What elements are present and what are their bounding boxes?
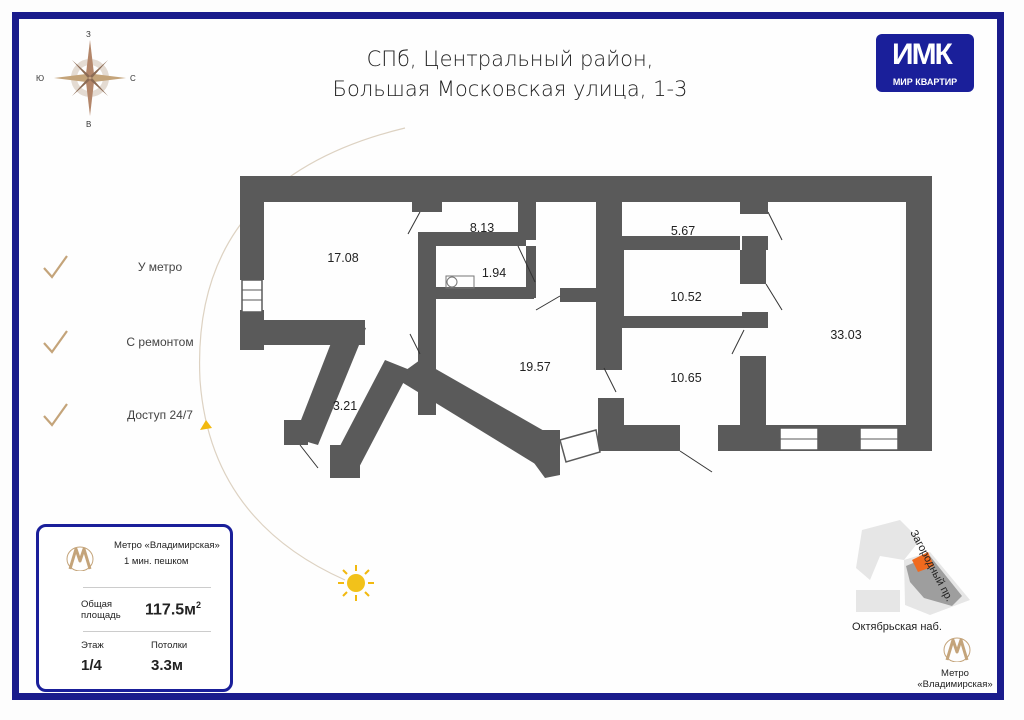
room-area: 3.21 xyxy=(332,399,358,413)
area-unit-sup: 2 xyxy=(196,600,202,610)
feature-metro: У метро xyxy=(40,252,220,282)
info-card: Метро «Владимирская» 1 мин. пешком Общая… xyxy=(36,524,233,692)
card-metro-distance: 1 мин. пешком xyxy=(124,556,189,567)
area-value: 117.5м2 xyxy=(145,600,201,619)
card-divider xyxy=(83,631,211,632)
ceiling-value: 3.3м xyxy=(151,657,183,674)
compass-north: З xyxy=(86,30,91,39)
feature-label: Доступ 24/7 xyxy=(127,408,193,422)
area-label-line-1: Общая xyxy=(81,599,113,610)
street-oktyabrskaya: Октябрьская наб. xyxy=(852,621,942,633)
card-divider xyxy=(83,587,211,588)
ceiling-label: Потолки xyxy=(151,640,188,651)
map-metro-label: Метро «Владимирская» xyxy=(900,668,1010,690)
check-icon xyxy=(43,255,68,279)
compass-south: В xyxy=(86,120,92,129)
area-label-line-2: площадь xyxy=(81,610,121,621)
title-line-2: Большая Московская улица, 1-3 xyxy=(332,77,688,101)
room-area: 1.94 xyxy=(481,266,507,280)
compass-icon xyxy=(54,40,126,116)
feature-label: С ремонтом xyxy=(126,335,194,349)
logo-mark: ИМК xyxy=(892,38,953,71)
room-area: 8.13 xyxy=(469,221,495,235)
feature-access: Доступ 24/7 xyxy=(40,400,220,430)
room-area: 10.52 xyxy=(670,290,702,304)
compass-west: Ю xyxy=(36,74,45,83)
check-icon xyxy=(43,330,68,354)
room-area: 19.57 xyxy=(519,360,551,374)
metro-icon xyxy=(66,546,94,571)
sun-icon xyxy=(337,564,375,602)
map-metro-line-1: Метро xyxy=(941,668,969,679)
area-number: 117.5м xyxy=(145,601,196,619)
logo-text: МИР КВАРТИР xyxy=(892,77,958,87)
floor-value: 1/4 xyxy=(81,657,102,674)
room-area: 17.08 xyxy=(327,251,359,265)
feature-label: У метро xyxy=(137,260,183,274)
compass-east: С xyxy=(130,74,136,83)
feature-renovation: С ремонтом xyxy=(40,327,220,357)
room-area: 5.67 xyxy=(670,224,696,238)
room-area: 10.65 xyxy=(670,371,702,385)
map-metro-line-2: «Владимирская» xyxy=(917,679,993,690)
metro-icon xyxy=(943,637,971,662)
card-metro-name: Метро «Владимирская» xyxy=(114,540,220,551)
page-title: СПб, Центральный район, Большая Московск… xyxy=(300,44,720,104)
area-label: Общая площадь xyxy=(81,599,121,621)
floor-label: Этаж xyxy=(81,640,104,651)
room-area: 33.03 xyxy=(830,328,862,342)
brand-logo: ИМК МИР КВАРТИР xyxy=(876,34,974,92)
check-icon xyxy=(43,403,68,427)
compass-rose: З В Ю С xyxy=(36,30,138,130)
title-line-1: СПб, Центральный район, xyxy=(366,47,654,71)
